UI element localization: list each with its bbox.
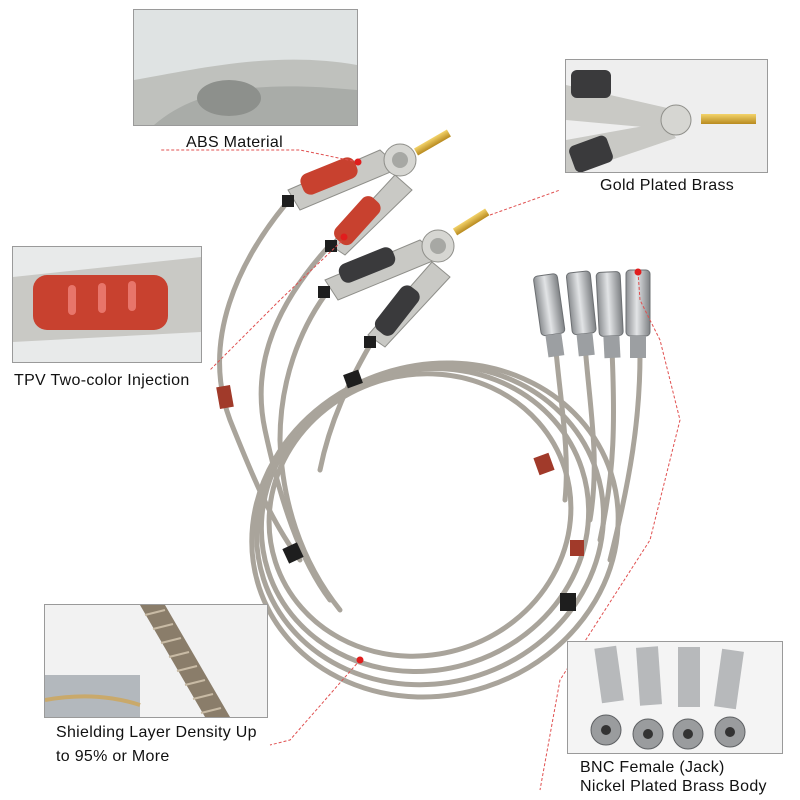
label-bnc-line1: BNC Female (Jack) (580, 759, 725, 776)
kelvin-clip-black (318, 208, 490, 348)
label-shielding-layer: Shielding Layer Density Up to 95% or Mor… (56, 723, 296, 766)
label-shielding-line1: Shielding Layer Density Up (56, 724, 257, 741)
label-shielding-line2: to 95% or More (56, 748, 170, 766)
gold-pin-closeup-image (566, 60, 767, 172)
label-tpv-injection: TPV Two-color Injection (14, 372, 190, 389)
abs-closeup-image (134, 10, 357, 125)
cable-markers (216, 369, 584, 611)
bnc-closeup-image (568, 642, 782, 753)
label-gold-plated-brass: Gold Plated Brass (600, 177, 735, 194)
kelvin-clip-red (282, 129, 451, 256)
label-abs-material: ABS Material (186, 134, 283, 151)
inset-bnc-female (567, 641, 783, 754)
callout-dots (340, 158, 642, 664)
label-bnc-female: BNC Female (Jack) Nickel Plated Brass Bo… (580, 758, 795, 796)
inset-tpv-injection (12, 246, 202, 363)
inset-abs-material (133, 9, 358, 126)
inset-gold-plated-brass (565, 59, 768, 173)
callout-lines (160, 149, 681, 791)
label-bnc-line2: Nickel Plated Brass Body (580, 778, 767, 796)
bnc-connectors (533, 269, 651, 359)
inset-shielding-layer (44, 604, 268, 718)
cable-leads (217, 202, 643, 613)
shielding-closeup-image (45, 605, 267, 717)
tpv-grip-closeup-image (13, 247, 201, 362)
